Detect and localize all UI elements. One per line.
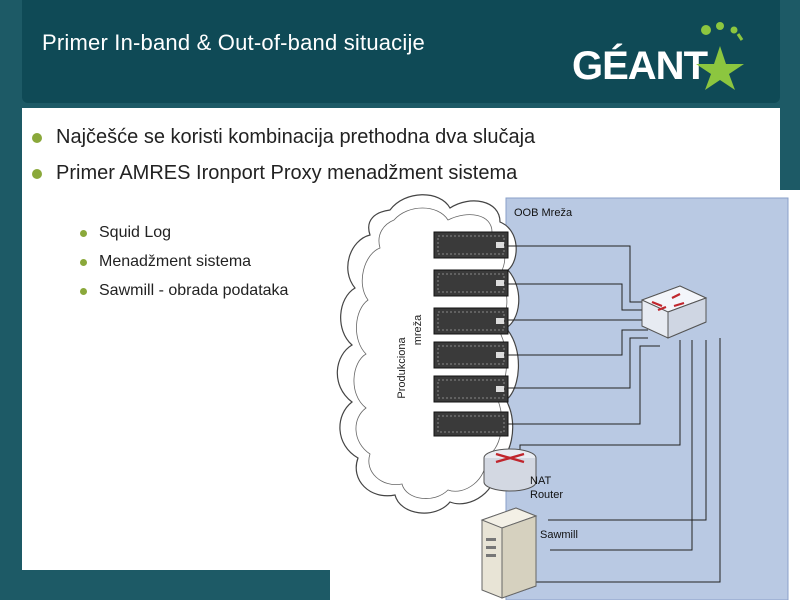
server-6 (433, 411, 509, 437)
server-5 (433, 375, 509, 403)
oob-links (508, 245, 721, 583)
switch-icon (640, 285, 708, 339)
sawmill-label: Sawmill (540, 529, 578, 541)
logo-text: GÉANT (572, 44, 708, 88)
server-4 (433, 341, 509, 369)
nat-router-icon (483, 448, 537, 492)
nat-label-1: NAT (530, 475, 551, 487)
nat-label-2: Router (530, 489, 563, 501)
bullet-text: Primer AMRES Ironport Proxy menadžment s… (56, 162, 518, 184)
oob-network-region (505, 197, 789, 600)
bullet-icon (32, 168, 42, 179)
logo-star-icon (696, 22, 744, 90)
network-diagram: OOB Mreža Produkciona mreža (330, 190, 800, 600)
sub-bullet-item: Menadžment sistema (80, 253, 251, 271)
page-title: Primer In-band & Out-of-band situacije (42, 30, 425, 55)
server-rack (433, 231, 509, 437)
bullet-icon (80, 287, 87, 295)
server-3 (433, 307, 509, 335)
sub-bullet-text: Sawmill - obrada podataka (99, 282, 289, 299)
server-1 (433, 231, 509, 259)
sub-bullet-item: Sawmill - obrada podataka (80, 282, 288, 300)
bullet-text: Najčešće se koristi kombinacija prethodn… (56, 126, 536, 148)
cloud-label-1: Produkciona (396, 337, 408, 399)
sub-bullet-text: Menadžment sistema (99, 253, 252, 270)
sub-bullet-text: Squid Log (99, 224, 172, 241)
bullet-icon (80, 258, 87, 266)
bullet-item: Najčešće se koristi kombinacija prethodn… (32, 126, 535, 149)
header-bar (22, 0, 780, 103)
bullet-icon (32, 132, 42, 143)
bullet-item: Primer AMRES Ironport Proxy menadžment s… (32, 162, 517, 185)
cloud-label-2: mreža (412, 314, 424, 345)
bullet-icon (80, 229, 87, 237)
sub-bullet-item: Squid Log (80, 224, 171, 242)
oob-label: OOB Mreža (514, 207, 573, 219)
server-2 (433, 269, 509, 297)
sawmill-server-icon (480, 507, 538, 599)
